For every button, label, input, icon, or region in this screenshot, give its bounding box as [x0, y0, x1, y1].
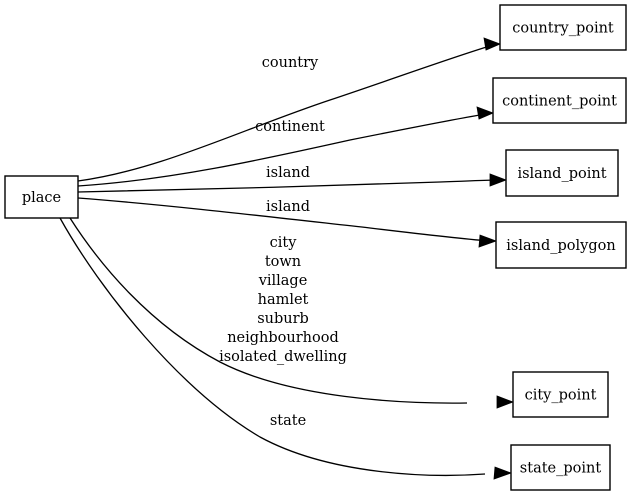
edge-line	[69, 217, 468, 404]
edge-label-line: neighbourhood	[227, 330, 339, 346]
node-island_point[interactable]: island_point	[505, 149, 619, 197]
edge-label-country_point: country	[262, 55, 319, 71]
arrowhead-icon	[496, 395, 515, 409]
node-label-state_point: state_point	[520, 461, 602, 477]
node-continent_point[interactable]: continent_point	[492, 77, 627, 124]
edge-place-to-island_polygon	[77, 197, 498, 248]
edge-label-line: city	[270, 235, 298, 251]
node-box[interactable]	[499, 4, 627, 51]
arrowhead-icon	[483, 37, 502, 51]
edge-place-to-island_point	[77, 173, 508, 193]
edge-line	[77, 197, 490, 242]
node-box[interactable]	[505, 149, 619, 197]
node-box[interactable]	[510, 444, 611, 491]
arrowhead-icon	[493, 466, 513, 480]
edge-label-state_point: state	[270, 413, 306, 429]
edge-line	[77, 179, 500, 193]
edge-label-island_point: island	[266, 165, 310, 181]
edge-label-line: island	[266, 199, 310, 215]
edge-place-to-state_point	[59, 217, 513, 480]
edge-labels-layer: country continent island island city town vill…	[219, 55, 347, 429]
edge-line	[59, 217, 486, 476]
edge-label-line: town	[265, 254, 301, 270]
node-box[interactable]	[492, 77, 627, 124]
edge-label-city_point: city town village hamlet suburb neighbourhood…	[219, 235, 347, 365]
edge-place-to-continent_point	[77, 106, 495, 187]
nodes-layer: place country_point continent_point island_…	[4, 4, 627, 491]
edge-label-line: suburb	[257, 311, 309, 327]
edge-label-line: hamlet	[258, 292, 309, 308]
node-state_point[interactable]: state_point	[510, 444, 611, 491]
edge-label-line: continent	[255, 119, 325, 135]
edge-label-line: state	[270, 413, 306, 429]
edge-place-to-country_point	[77, 37, 502, 182]
edge-label-continent_point: continent	[255, 119, 325, 135]
arrowhead-icon	[489, 173, 508, 187]
node-label-island_polygon: island_polygon	[506, 238, 615, 254]
node-city_point[interactable]: city_point	[512, 371, 609, 418]
arrowhead-icon	[478, 234, 498, 248]
edge-line	[77, 44, 494, 182]
node-box[interactable]	[495, 221, 627, 269]
node-box[interactable]	[512, 371, 609, 418]
node-box[interactable]	[4, 175, 79, 219]
edge-label-line: island	[266, 165, 310, 181]
node-label-place: place	[22, 190, 61, 206]
edge-label-line: village	[258, 273, 308, 289]
edge-label-line: isolated_dwelling	[219, 349, 347, 365]
node-label-country_point: country_point	[512, 21, 614, 37]
edge-label-island_polygon: island	[266, 199, 310, 215]
node-label-city_point: city_point	[525, 388, 597, 404]
edge-label-line: country	[262, 55, 319, 71]
node-country_point[interactable]: country_point	[499, 4, 627, 51]
node-label-continent_point: continent_point	[502, 94, 617, 110]
node-island_polygon[interactable]: island_polygon	[495, 221, 627, 269]
edges-layer	[59, 37, 515, 480]
edge-line	[77, 113, 487, 187]
arrowhead-icon	[476, 106, 495, 120]
node-place[interactable]: place	[4, 175, 79, 219]
node-label-island_point: island_point	[517, 166, 606, 182]
edge-place-to-city_point	[69, 217, 515, 409]
